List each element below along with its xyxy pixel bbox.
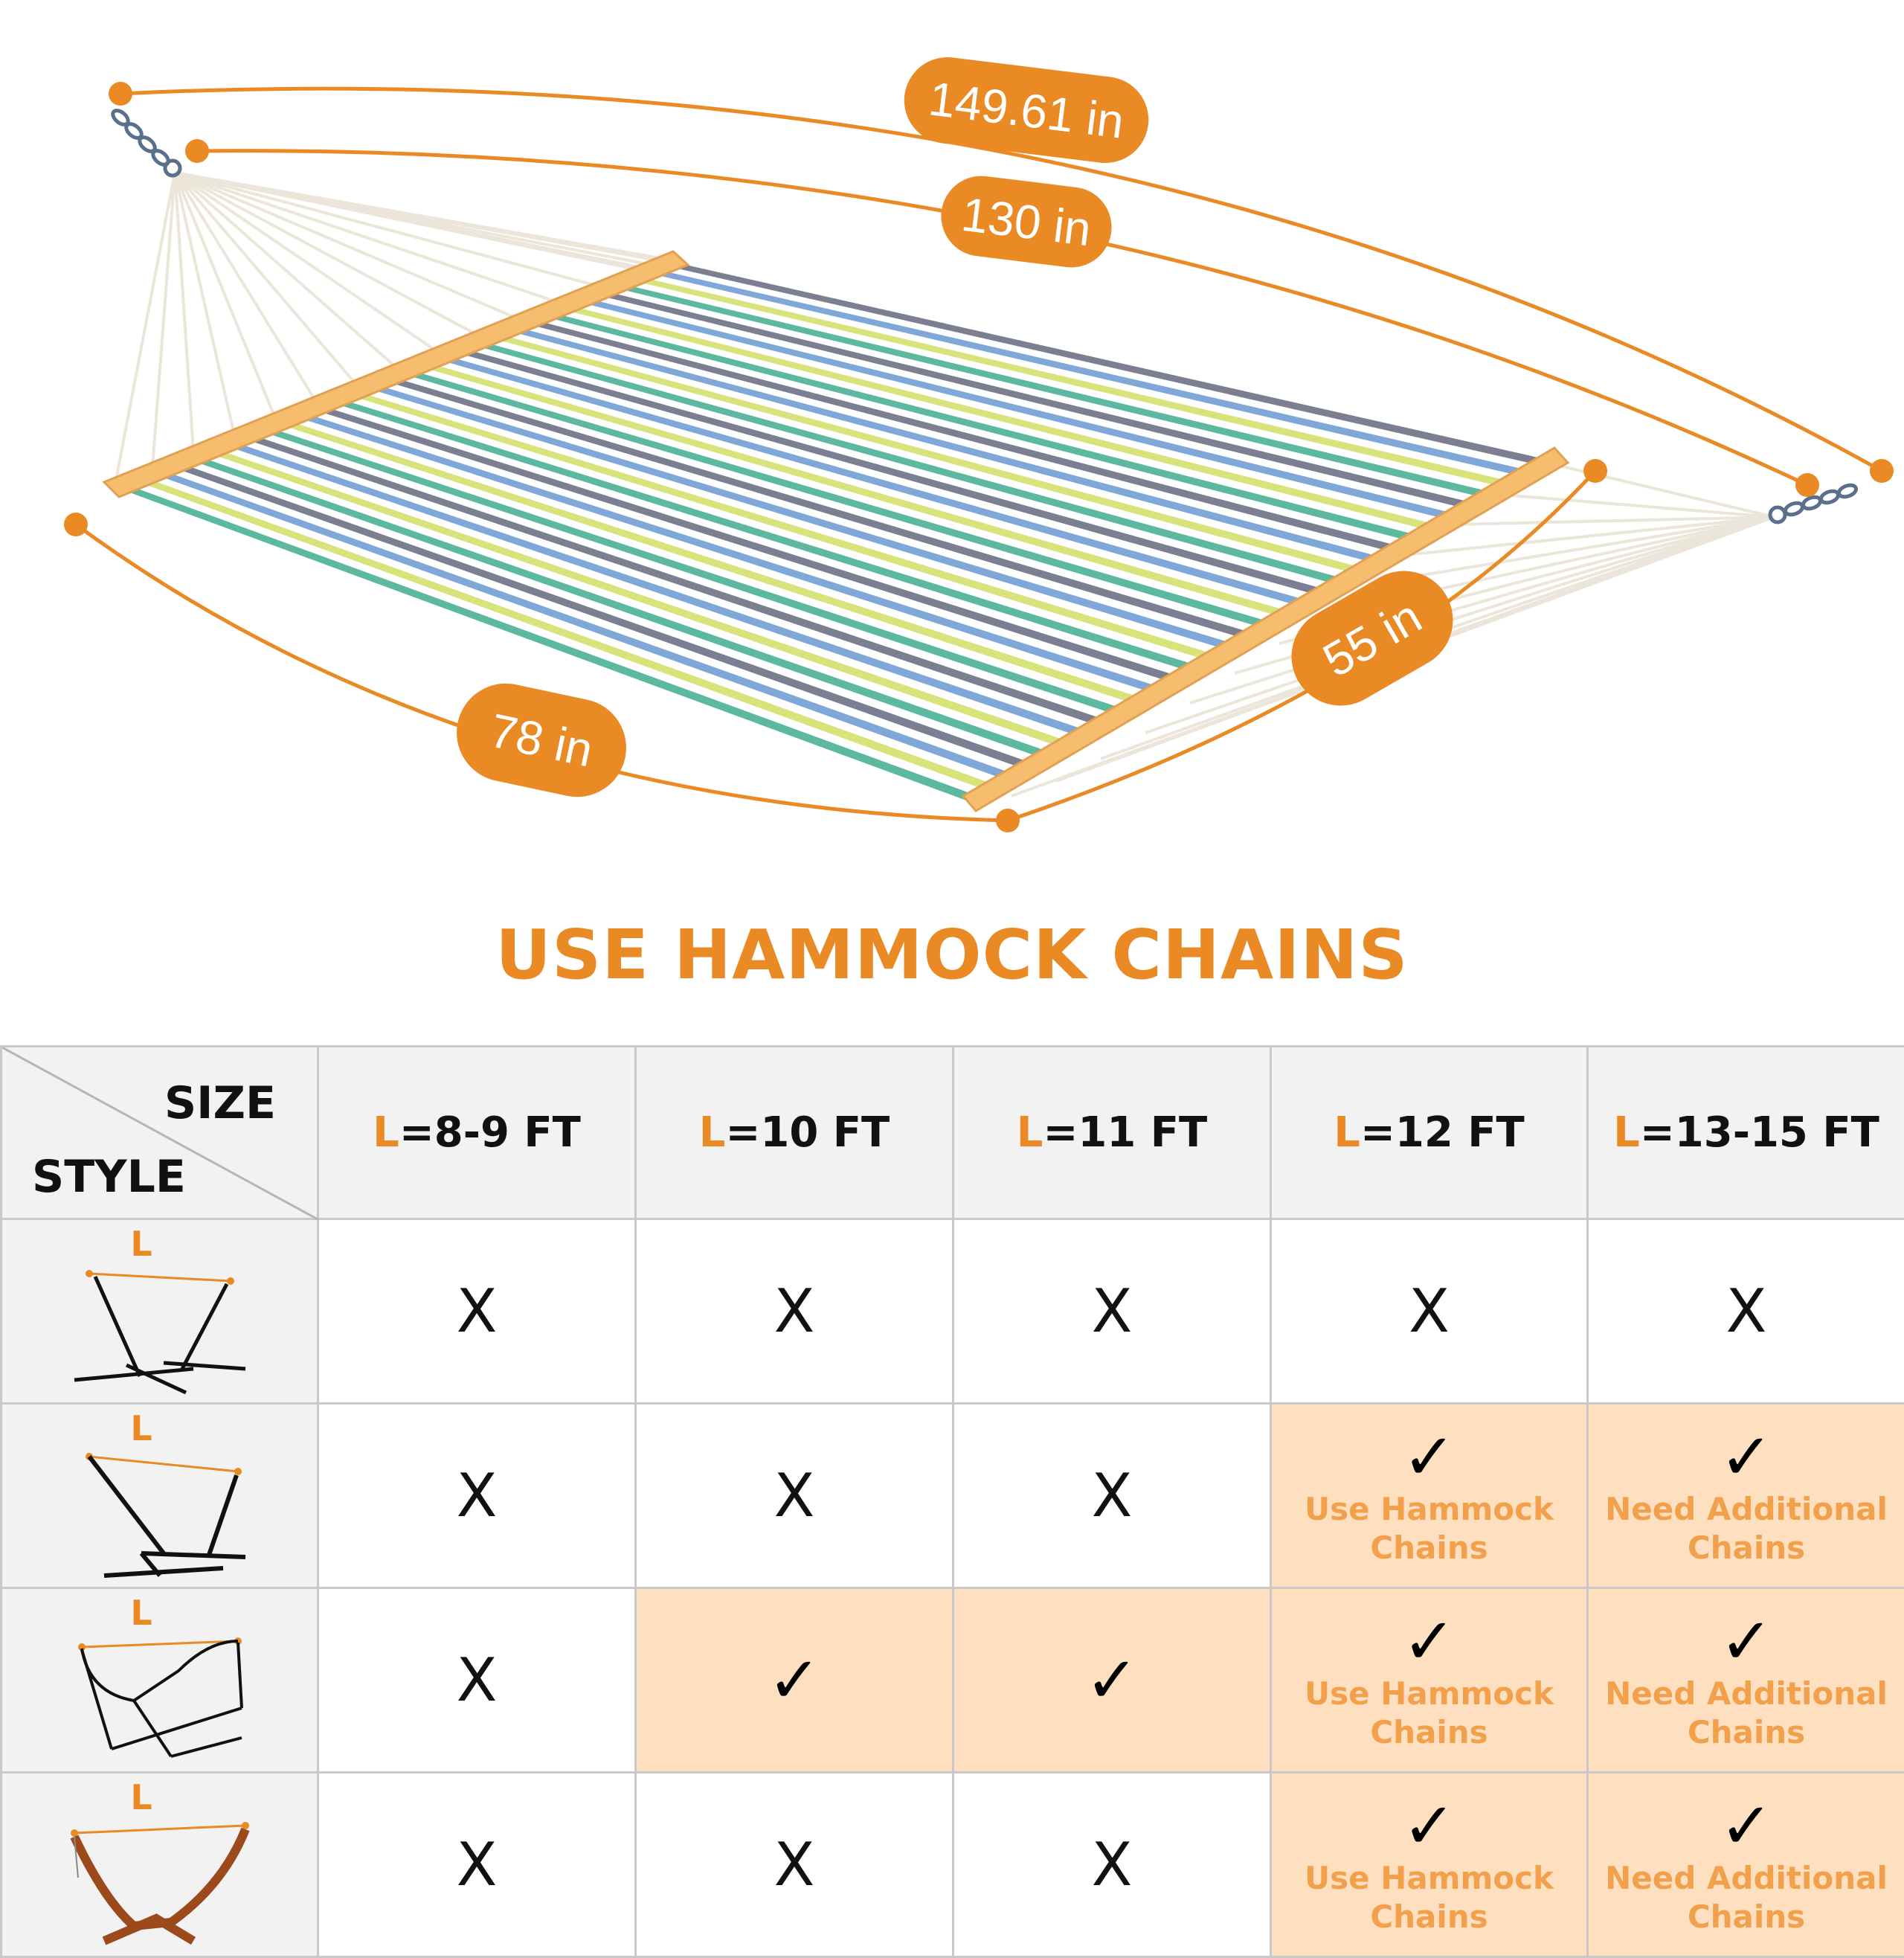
- compatibility-cell: X: [318, 1404, 636, 1588]
- compatibility-cell: X: [1588, 1219, 1904, 1404]
- not-compatible-mark: X: [457, 1646, 498, 1715]
- compatibility-cell: X: [953, 1404, 1271, 1588]
- compatibility-cell: X: [318, 1773, 636, 1957]
- compatibility-cell: X: [636, 1404, 953, 1588]
- check-icon: ✓: [1272, 1609, 1586, 1675]
- not-compatible-mark: X: [1092, 1830, 1133, 1899]
- not-compatible-mark: X: [774, 1830, 815, 1899]
- not-compatible-mark: X: [457, 1277, 498, 1346]
- svg-text:L: L: [130, 1408, 152, 1448]
- hammock-bed: [115, 259, 1562, 803]
- chain-note: Use Hammock Chains: [1272, 1675, 1586, 1752]
- wooden-arc-stand-icon: L: [60, 1942, 260, 1955]
- compatibility-cell: X: [318, 1219, 636, 1404]
- compatibility-cell: X: [636, 1773, 953, 1957]
- dimension-label-bed-length: 78 in: [448, 675, 635, 806]
- not-compatible-mark: X: [457, 1461, 498, 1530]
- compatibility-cell: X: [953, 1219, 1271, 1404]
- compatibility-cell: X: [953, 1773, 1271, 1957]
- stand-style-cell: L: [1, 1404, 318, 1588]
- check-icon: ✓: [954, 1648, 1270, 1713]
- size-header-12: L=12 FT: [1271, 1047, 1588, 1219]
- chain-note: Need Additional Chains: [1589, 1859, 1904, 1936]
- compatibility-cell: X: [1271, 1219, 1588, 1404]
- svg-text:L: L: [130, 1224, 152, 1264]
- not-compatible-mark: X: [1726, 1277, 1767, 1346]
- corner-header-cell: SIZE STYLE: [1, 1047, 318, 1219]
- table-row: L X X X ✓Use Hammock Chains✓Need Additional…: [1, 1404, 1904, 1588]
- steel-x-stand-icon: L: [60, 1389, 260, 1402]
- table-row: L X✓✓✓Use Hammock Chains✓Need Additional…: [1, 1588, 1904, 1773]
- heavy-duty-stand-icon: L: [60, 1573, 260, 1586]
- hammock-dimension-figure: 149.61 in 130 in 78 in 55 in: [0, 0, 1904, 878]
- size-header-13-15: L=13-15 FT: [1588, 1047, 1904, 1219]
- not-compatible-mark: X: [1409, 1277, 1450, 1346]
- not-compatible-mark: X: [774, 1277, 815, 1346]
- not-compatible-mark: X: [457, 1830, 498, 1899]
- check-icon: ✓: [1589, 1425, 1904, 1490]
- page-title: USE HAMMOCK CHAINS: [0, 915, 1904, 995]
- stand-style-cell: L: [1, 1773, 318, 1957]
- svg-text:L: L: [130, 1593, 152, 1633]
- compatibility-cell: ✓: [636, 1588, 953, 1773]
- check-icon: ✓: [1272, 1425, 1586, 1490]
- chains-compatibility-table: SIZE STYLE L=8-9 FT L=10 FT L=11 FT L=12…: [0, 1045, 1904, 1958]
- not-compatible-mark: X: [774, 1461, 815, 1530]
- compatibility-cell: ✓Need Additional Chains: [1588, 1773, 1904, 1957]
- style-axis-label: STYLE: [32, 1151, 186, 1203]
- chain-note: Use Hammock Chains: [1272, 1859, 1586, 1936]
- table-row: L X X X X X: [1, 1219, 1904, 1404]
- compatibility-cell: ✓Use Hammock Chains: [1271, 1588, 1588, 1773]
- space-saving-stand-icon: L: [60, 1758, 260, 1771]
- check-icon: ✓: [1589, 1794, 1904, 1859]
- compatibility-cell: ✓Use Hammock Chains: [1271, 1773, 1588, 1957]
- size-header-11: L=11 FT: [953, 1047, 1271, 1219]
- dimension-label-spread-length: 130 in: [936, 171, 1116, 272]
- svg-text:L: L: [130, 1777, 152, 1817]
- size-header-10: L=10 FT: [636, 1047, 953, 1219]
- compatibility-cell: ✓: [953, 1588, 1271, 1773]
- chain-note: Need Additional Chains: [1589, 1490, 1904, 1567]
- chain-note: Need Additional Chains: [1589, 1675, 1904, 1752]
- size-axis-label: SIZE: [164, 1077, 276, 1129]
- stand-style-cell: L: [1, 1219, 318, 1404]
- check-icon: ✓: [1272, 1794, 1586, 1859]
- not-compatible-mark: X: [1092, 1277, 1133, 1346]
- compatibility-cell: ✓Use Hammock Chains: [1271, 1404, 1588, 1588]
- size-header-8-9: L=8-9 FT: [318, 1047, 636, 1219]
- compatibility-cell: X: [636, 1219, 953, 1404]
- compatibility-cell: ✓Need Additional Chains: [1588, 1588, 1904, 1773]
- check-icon: ✓: [637, 1648, 952, 1713]
- not-compatible-mark: X: [1092, 1461, 1133, 1530]
- compatibility-cell: X: [318, 1588, 636, 1773]
- table-row: L X X X ✓Use Hammock Chains✓Need Additional…: [1, 1773, 1904, 1957]
- chain-note: Use Hammock Chains: [1272, 1490, 1586, 1567]
- left-chain-icon: [110, 108, 180, 176]
- check-icon: ✓: [1589, 1609, 1904, 1675]
- stand-style-cell: L: [1, 1588, 318, 1773]
- compatibility-cell: ✓Need Additional Chains: [1588, 1404, 1904, 1588]
- table-header-row: SIZE STYLE L=8-9 FT L=10 FT L=11 FT L=12…: [1, 1047, 1904, 1219]
- dimension-label-total-length: 149.61 in: [899, 52, 1154, 167]
